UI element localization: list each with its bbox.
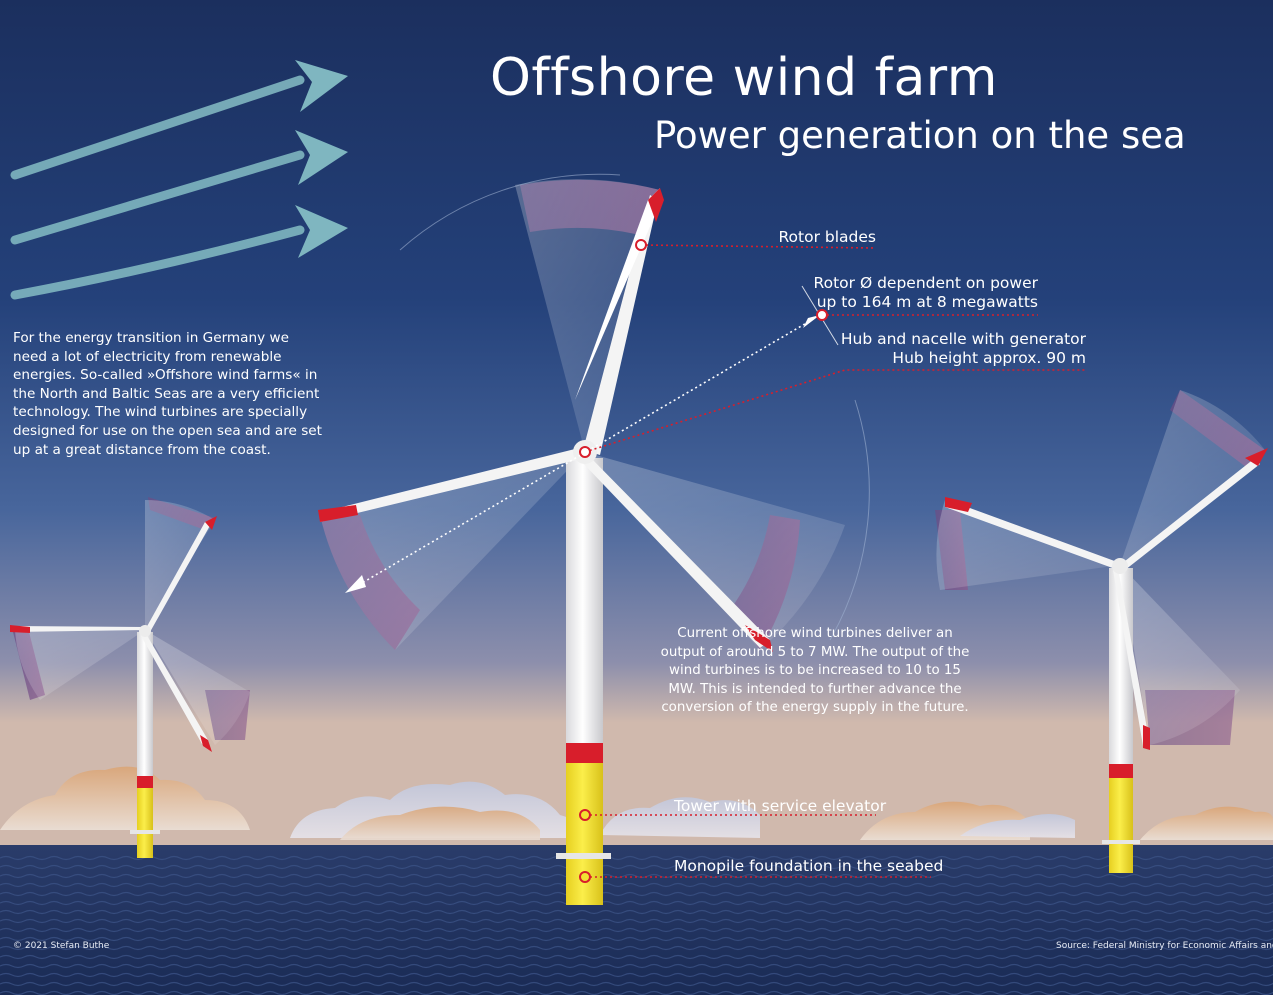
- page-title: Offshore wind farm: [490, 48, 998, 108]
- wave-line: [0, 990, 1273, 995]
- wind-arrow-icon: [10, 75, 305, 300]
- source-credit: Source: Federal Ministry for Economic Af…: [1056, 941, 1273, 951]
- label-tower: Tower with service elevator: [674, 797, 887, 815]
- wave-line: [0, 981, 1273, 987]
- wave-line: [0, 900, 1273, 906]
- clouds: [0, 766, 1273, 840]
- copyright: © 2021 Stefan Buthe: [13, 941, 110, 951]
- wave-line: [0, 909, 1273, 915]
- wave-line: [0, 972, 1273, 978]
- callout-marker-icon: [579, 239, 828, 883]
- label-rotor-diameter-line1: Rotor Ø dependent on power: [813, 274, 1038, 292]
- intro-paragraph: For the energy transition in Germany we …: [13, 330, 323, 458]
- wave-line: [0, 918, 1273, 924]
- rotor-diameter-arrow: [345, 285, 839, 593]
- wave-line: [0, 936, 1273, 942]
- wave-line: [0, 963, 1273, 969]
- output-note: Current offshore wind turbines deliver a…: [660, 626, 970, 716]
- label-monopile: Monopile foundation in the seabed: [674, 857, 944, 875]
- label-rotor-diameter: Rotor Ø dependent on power up to 164 m a…: [780, 274, 1038, 312]
- callout-lines: [584, 244, 1086, 878]
- turbine-left: [10, 497, 250, 858]
- wave-line: [0, 864, 1273, 870]
- sea-waves: [0, 855, 1273, 995]
- wave-line: [0, 882, 1273, 888]
- turbine-right: [935, 390, 1268, 873]
- page-subtitle: Power generation on the sea: [654, 114, 1186, 157]
- label-rotor-blades: Rotor blades: [778, 228, 876, 246]
- turbine-center: [318, 173, 870, 905]
- label-rotor-diameter-line2: up to 164 m at 8 megawatts: [816, 293, 1038, 311]
- label-hub-line1: Hub and nacelle with generator: [840, 330, 1086, 348]
- wave-line: [0, 945, 1273, 951]
- label-hub-line2: Hub height approx. 90 m: [892, 349, 1086, 367]
- wave-line: [0, 891, 1273, 897]
- wave-line: [0, 873, 1273, 879]
- wind-arrowheads: [295, 60, 348, 258]
- wave-line: [0, 954, 1273, 960]
- wave-line: [0, 855, 1273, 861]
- label-hub-nacelle: Hub and nacelle with generator Hub heigh…: [780, 330, 1086, 368]
- wave-line: [0, 927, 1273, 933]
